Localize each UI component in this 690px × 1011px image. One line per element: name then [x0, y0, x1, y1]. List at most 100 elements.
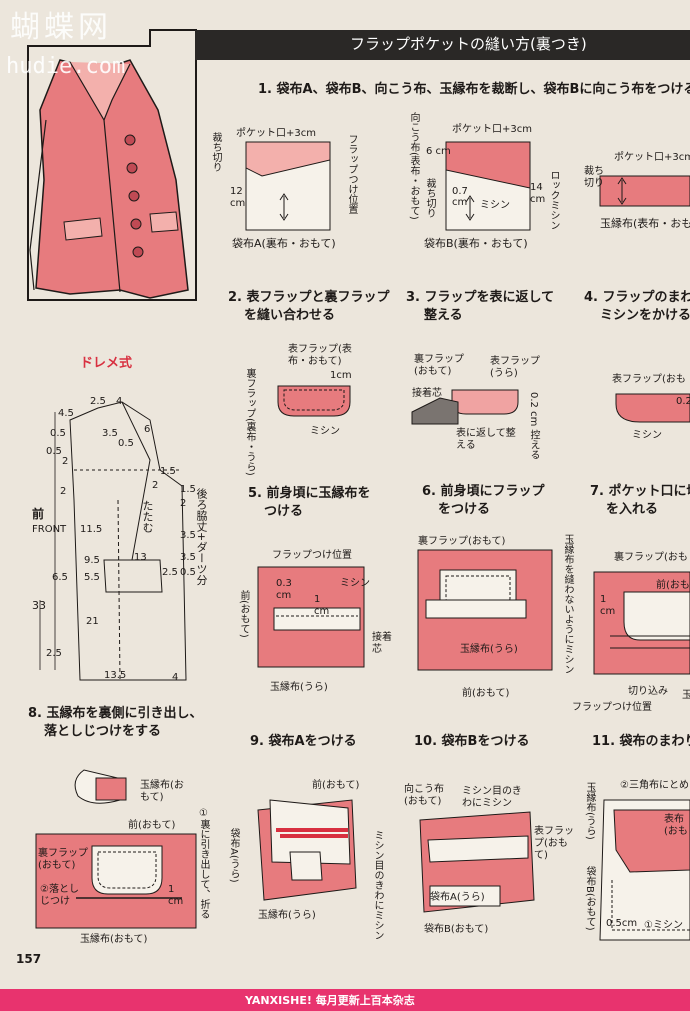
- dim-3-5-b: 3.5: [180, 530, 196, 541]
- s9-mae: 前(おもて): [312, 780, 360, 791]
- dim-3-5-c: 3.5: [180, 552, 196, 563]
- s7-tama: 玉: [682, 690, 690, 701]
- dim-2-5-c: 2.5: [46, 648, 62, 659]
- dim-2-5-b: 2.5: [162, 567, 178, 578]
- s1-b-mukou: 向こう布(表布・おもて): [408, 112, 419, 220]
- s8-otoshi: ②落とし じつけ: [40, 884, 79, 907]
- dim-6-5: 6.5: [52, 572, 68, 583]
- s5-tamabuchi: 玉縁布(うら): [270, 682, 328, 693]
- s1-c-name: 玉縁布(表布・おも: [600, 217, 690, 230]
- dim-33: 33: [32, 599, 46, 612]
- dim-2-b: 2: [180, 498, 187, 509]
- step5-title-1: 5. 前身頃に玉縁布を: [248, 486, 371, 501]
- s1-b-mouth: ポケット口+3cm: [452, 124, 532, 135]
- dim-0-5-b: 0.5: [118, 438, 134, 449]
- step6-title-1: 6. 前身頃にフラップ: [422, 484, 545, 499]
- s11-triangle: ②三角布にとめ: [620, 780, 689, 791]
- dim-6: 6: [144, 424, 151, 435]
- dim-9-5: 9.5: [84, 555, 100, 566]
- s8-tamabuchi-top: 玉縁布(おもて): [140, 780, 184, 803]
- s5-1cm: 1 cm: [314, 594, 330, 617]
- s8-pull: ①裏に引き出して、折る: [198, 808, 209, 919]
- s8-1cm: 1 cm: [168, 884, 184, 907]
- step6-panel: [417, 549, 553, 671]
- s11-fb: 袋布B(おもて): [584, 866, 595, 931]
- s8-ura: 裏フラップ(おもて): [38, 848, 88, 871]
- s4-sewing: ミシン: [632, 430, 662, 441]
- s7-mae: 前(おも: [656, 580, 690, 591]
- s5-pos: フラップつけ位置: [272, 550, 352, 561]
- s1-a-flap-pos: フラップつけ位置: [346, 134, 357, 214]
- step2-title-1: 2. 表フラップと裏フラップ: [228, 290, 390, 305]
- s1-a-cm: cm: [230, 198, 246, 209]
- dim-4-5: 4.5: [58, 408, 74, 419]
- s10-omote: 表フラップ(おもて): [534, 826, 574, 861]
- s11-omote: 表布(おも: [664, 814, 688, 837]
- step5-title-2: つける: [264, 504, 304, 519]
- dim-2-a: 2: [60, 486, 67, 497]
- dim-2-5: 2.5: [90, 396, 106, 407]
- step11-panel: [599, 799, 690, 941]
- step1-title: 1. 袋布A、袋布B、向こう布、玉縁布を裁断し、袋布Bに向こう布をつける: [258, 82, 690, 97]
- dim-0-5-d: 0.5: [180, 567, 196, 578]
- step2-flap: [277, 385, 351, 417]
- step9-panel: [257, 799, 357, 901]
- s6-tamabuchi: 玉縁布(うら): [460, 644, 518, 655]
- s1-b-cut: 裁ち切り: [424, 178, 435, 218]
- s2-omote: 表フラップ(表布・おもて): [288, 344, 352, 367]
- s3-ura: 裏フラップ(おもて): [414, 354, 464, 377]
- s2-sewing: ミシン: [310, 426, 340, 437]
- dim-21: 21: [86, 616, 99, 627]
- s3-ease: 0.2 cm 控える: [528, 392, 539, 460]
- s9-fukuro: 袋布A(うら): [228, 828, 239, 883]
- s9-tamabuchi: 玉縁布(うら): [258, 910, 316, 921]
- s1-b-cm: cm: [452, 197, 468, 208]
- pattern-heading: ドレメ式: [80, 356, 133, 371]
- step3-flap: [411, 389, 519, 425]
- step7-title-2: を入れる: [606, 502, 659, 517]
- s8-mae: 前(おもて): [128, 820, 176, 831]
- dim-2-d: 2: [152, 480, 159, 491]
- dim-2-c: 2: [62, 456, 69, 467]
- s7-pos: フラップつけ位置: [572, 702, 652, 713]
- s1-b-lock: ロックミシン: [548, 170, 559, 230]
- s3-interface: 接着芯: [412, 388, 442, 399]
- dim-0-5-a: 0.5: [50, 428, 66, 439]
- step8-title-1: 8. 玉縁布を裏側に引き出し、: [28, 706, 203, 721]
- dim-0-5-c: 0.5: [46, 446, 62, 457]
- front-en-label: FRONT: [32, 524, 67, 535]
- step8-title-2: 落としじつけをする: [44, 724, 162, 739]
- step3-title-2: 整える: [424, 308, 463, 323]
- step11-title: 11. 袋布のまわり: [592, 734, 690, 749]
- s10-mukou: 向こう布(おもて): [404, 784, 444, 807]
- s5-interface: 接着芯: [372, 632, 392, 655]
- s1-c-mouth: ポケット口+3cm: [614, 152, 690, 163]
- s1-a-name: 袋布A(裏布・おもて): [232, 237, 336, 250]
- step4-title-2: ミシンをかける: [600, 308, 690, 323]
- s10-fb: 袋布B(おもて): [424, 924, 489, 935]
- s7-ura: 裏フラップ(おも: [614, 552, 688, 563]
- dim-1-5-a: 1.5: [180, 484, 196, 495]
- s10-fa: 袋布A(うら): [430, 892, 485, 903]
- jacket-illustration: [27, 29, 197, 301]
- step10-title: 10. 袋布Bをつける: [414, 734, 530, 749]
- s1-b-07: 0.7: [452, 186, 468, 197]
- s1-b-cm2: cm: [530, 194, 546, 205]
- s6-side: 玉縁布を縫わないようにミシン: [562, 534, 573, 674]
- s4-v: 0.2: [676, 396, 690, 407]
- s8-tamabuchi-bottom: 玉縁布(おもて): [80, 934, 148, 945]
- header-band: [195, 30, 690, 60]
- s1-a-12: 12: [230, 186, 243, 197]
- footer-text: YANXISHE! 每月更新上百本杂志: [245, 994, 415, 1007]
- page-number: 157: [16, 952, 42, 966]
- step4-flap: [615, 393, 690, 423]
- s7-1cm: 1 cm: [600, 594, 616, 617]
- s11-sewing: ①ミシン: [644, 920, 683, 931]
- s1-b-sewing: ミシン: [480, 200, 510, 211]
- step9-title: 9. 袋布Aをつける: [250, 734, 357, 749]
- step7-panel: [593, 571, 690, 675]
- s1-c-cut: 裁ち切り: [584, 166, 604, 189]
- dim-3-5-a: 3.5: [102, 428, 118, 439]
- s4-omote: 表フラップ(おも: [612, 374, 686, 385]
